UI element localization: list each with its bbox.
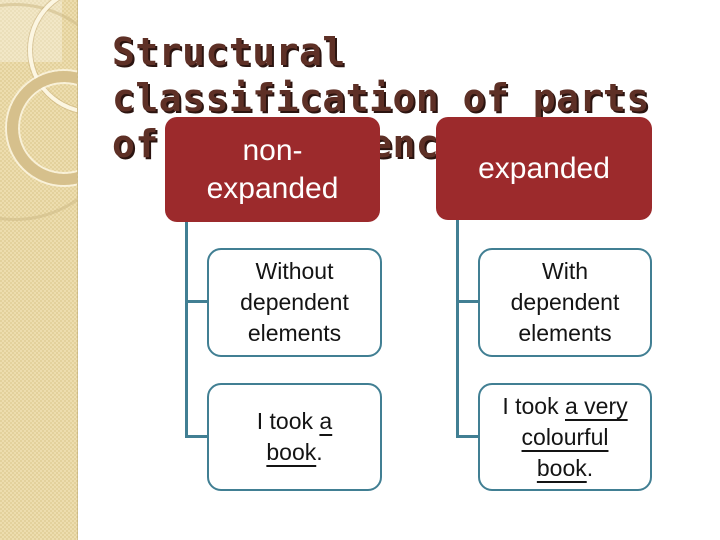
decorative-sidebar	[0, 0, 78, 540]
connector-left-vertical	[185, 221, 188, 438]
connector-right-branch-top	[456, 300, 479, 303]
connector-right-branch-bottom	[456, 435, 479, 438]
connector-left-branch-top	[185, 300, 208, 303]
connector-left-branch-bottom	[185, 435, 208, 438]
decorative-ring-thick-icon	[7, 71, 77, 185]
header-box-expanded: expanded	[436, 117, 652, 220]
header-box-non-expanded: non-expanded	[165, 117, 380, 222]
connector-right-vertical	[456, 219, 459, 438]
